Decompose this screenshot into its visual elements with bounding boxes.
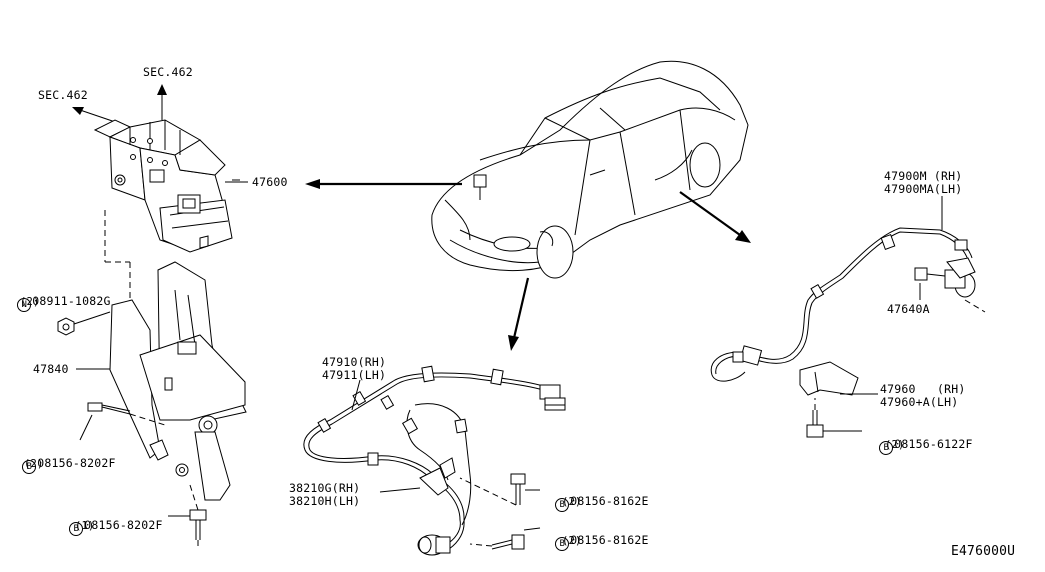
rear-sensor-harness (710, 227, 976, 396)
bolt-marker-c: B (555, 498, 570, 512)
part-47600-label: 47600 (252, 175, 288, 189)
bolt-c-part-number: 08156-8162E (570, 494, 649, 508)
leader-38210 (379, 487, 421, 493)
sec-462-left-label: SEC.462 (38, 88, 88, 102)
bolt-marker-a: B (22, 460, 37, 474)
leader-47910 (351, 379, 361, 411)
sec-462-top-label: SEC.462 (143, 65, 193, 79)
bolt-b-part-number: 08156-8202F (84, 518, 163, 532)
bolt-d-qty: (2) (562, 535, 582, 547)
bolt-08156-8162E-c (510, 473, 526, 505)
part-38210H-label: 38210H(LH) (289, 494, 361, 508)
part-47960A-label: 47960+A(LH) (880, 395, 959, 409)
bolt-08156-8202F-a (87, 402, 131, 415)
arrow-to-front-sensor (508, 277, 530, 351)
nut-part-number: 08911-1082G (32, 294, 111, 308)
bolt-b-qty: (1) (75, 520, 95, 532)
bolt-marker-b: B (69, 522, 84, 536)
sec-arrow-top (157, 84, 167, 120)
bolt-c-qty: (2) (562, 496, 582, 508)
bolt-a-qty: (2) (24, 458, 44, 470)
bolt-e-qty: (2) (885, 439, 905, 451)
bracket-47840 (109, 261, 247, 501)
abs-actuator-unit (93, 119, 240, 253)
bolt-a-part-number: 08156-8202F (37, 456, 116, 470)
part-47911-label: 47911(LH) (322, 368, 387, 382)
part-47640A-label: 47640A (887, 302, 930, 316)
part-47900MA-label: 47900MA(LH) (884, 182, 963, 196)
car-outline (431, 60, 749, 279)
nut-08911-qty: (2) (20, 296, 40, 308)
arrow-to-rear-sensor (679, 191, 751, 243)
part-38210G-label: 38210G(RH) (289, 481, 361, 495)
arrow-to-abs (305, 179, 462, 189)
bolt-marker-d: B (555, 537, 570, 551)
bolt-08156-8162E-d (491, 534, 525, 550)
nut-marker: N (17, 298, 32, 312)
part-47910-label: 47910(RH) (322, 355, 387, 369)
bolt-08156-8202F-b (189, 509, 207, 540)
part-47960-label: 47960 (RH) (880, 382, 966, 396)
front-sensor-harness (303, 365, 566, 556)
diagram-code: E476000U (951, 544, 1016, 559)
bolt-marker-e: B (879, 441, 894, 455)
part-47900M-label: 47900M (RH) (884, 169, 963, 183)
bolt-d-part-number: 08156-8162E (570, 533, 649, 547)
part-47840-label: 47840 (33, 362, 69, 376)
bolt-08156-6122F (806, 410, 824, 438)
nut-08911 (57, 317, 75, 336)
bolt-e-part-number: 08156-6122F (894, 437, 973, 451)
